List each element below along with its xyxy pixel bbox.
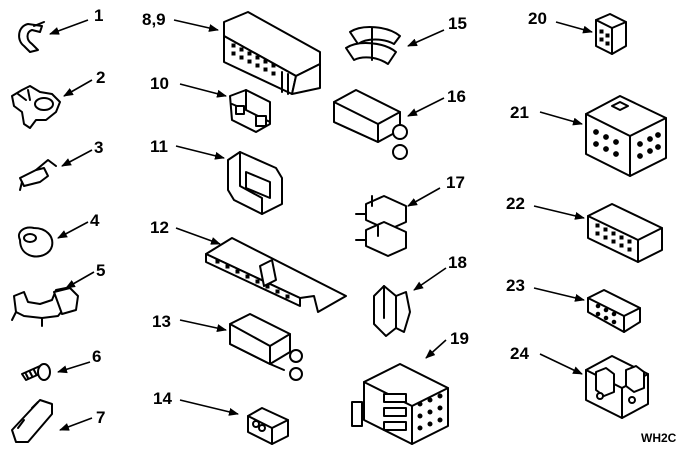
leader-18 [413,267,447,291]
callout-23: 23 [506,276,525,295]
leader-6 [57,361,91,374]
leader-24 [539,353,583,375]
part-10-connector [229,89,271,133]
callout-12: 12 [150,218,169,237]
leader-23 [533,287,585,302]
part-2-clamp [11,85,61,129]
diagram-code: WH2C [641,431,677,445]
callout-18: 18 [448,253,467,272]
callout-3: 3 [94,138,104,157]
part-12-connector-strip [205,237,347,313]
callout-4: 4 [90,211,100,230]
callout-5: 5 [96,261,106,280]
callout-21: 21 [510,103,529,122]
callout-24: 24 [510,344,529,363]
part-13-connector [229,313,303,381]
leader-15 [407,29,445,47]
part-3-terminal [19,159,57,191]
leader-21 [539,111,583,126]
part-19-connector-block [351,363,449,445]
leader-3 [61,149,93,167]
leader-13 [179,319,227,332]
part-8-9-connector [223,11,321,95]
leader-16 [407,97,445,117]
part-16-connector [333,89,408,160]
part-20-housing [595,13,627,55]
part-24-housing [585,355,649,419]
part-21-housing [585,95,667,177]
part-23-plug [587,289,641,333]
part-11-connector [227,151,283,215]
callout-2: 2 [96,68,106,87]
leader-11 [175,145,225,160]
part-15-sleeve [345,26,401,65]
leader-2 [63,79,93,97]
callout-15: 15 [448,14,467,33]
callout-22: 22 [506,194,525,213]
part-5-bracket [11,287,79,327]
leader-7 [59,417,93,431]
leader-22 [533,205,585,220]
callout-11: 11 [150,137,168,156]
part-7-strip [11,399,53,443]
part-14-connector [247,407,289,445]
leader-14 [179,399,239,416]
callout-7: 7 [96,408,106,427]
callout-10: 10 [150,74,169,93]
leader-17 [407,187,441,207]
leader-20 [555,21,593,34]
part-4-grommet [18,226,54,258]
part-1-clip [18,21,45,53]
part-18-clip [373,285,411,337]
leader-4 [57,221,89,239]
callout-16: 16 [447,87,466,106]
leader-5 [65,271,95,289]
callout-8-9: 8,9 [142,10,166,29]
leader-19 [425,339,447,359]
part-22-housing [587,203,663,263]
leader-1 [49,19,89,35]
leader-12 [175,227,221,245]
callout-6: 6 [92,347,102,366]
leader-10 [179,83,227,98]
callout-13: 13 [152,312,171,331]
callout-14: 14 [153,389,172,408]
leader-8-9 [173,19,219,32]
callout-1: 1 [94,6,104,25]
part-6-screw [21,363,51,381]
part-17-terminal-block [355,195,407,257]
callout-20: 20 [528,9,547,28]
callout-19: 19 [450,329,469,348]
callout-17: 17 [446,173,465,192]
